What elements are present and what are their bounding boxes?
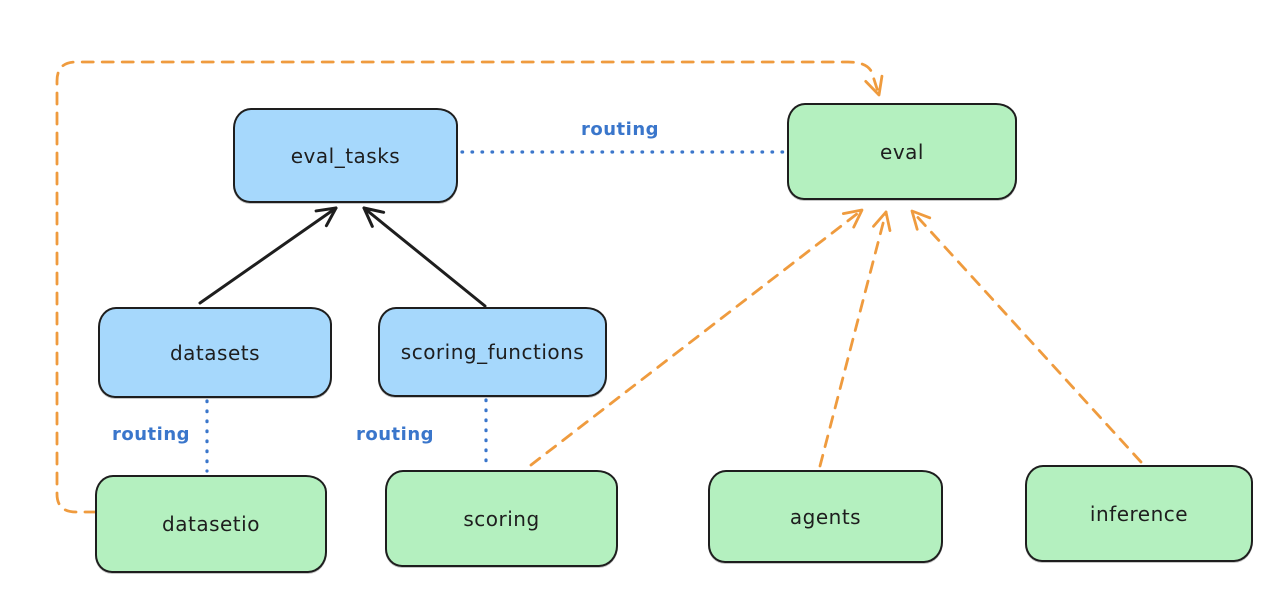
node-agents: agents xyxy=(708,470,943,563)
edge-datasetio-to-eval xyxy=(55,60,884,514)
node-agents-label: agents xyxy=(789,504,862,529)
node-scoring-label: scoring xyxy=(463,506,540,531)
node-datasets-label: datasets xyxy=(169,340,261,365)
edge-agents-to-eval xyxy=(818,210,892,468)
node-scoring-functions: scoring_functions xyxy=(378,307,607,397)
node-scoring: scoring xyxy=(385,470,618,567)
node-scoring-functions-label: scoring_functions xyxy=(400,340,585,364)
node-eval-label: eval xyxy=(880,139,924,164)
node-eval-tasks: eval_tasks xyxy=(233,108,458,203)
node-inference: inference xyxy=(1025,465,1253,562)
node-inference-label: inference xyxy=(1089,501,1189,526)
node-datasetio-label: datasetio xyxy=(162,512,260,536)
edge-inference-to-eval xyxy=(910,209,1143,464)
edge-label-routing-top: routing xyxy=(581,119,660,140)
node-datasets: datasets xyxy=(98,307,332,398)
node-datasetio: datasetio xyxy=(95,475,327,573)
edge-scoring-functions-to-eval-tasks xyxy=(362,206,487,308)
edge-scoring-to-eval xyxy=(529,208,864,467)
edge-datasets-to-eval-tasks xyxy=(198,206,338,305)
node-eval: eval xyxy=(787,103,1017,200)
node-eval-tasks-label: eval_tasks xyxy=(290,143,401,168)
edge-label-routing-left: routing xyxy=(112,424,191,445)
edge-label-routing-middle: routing xyxy=(356,424,435,445)
